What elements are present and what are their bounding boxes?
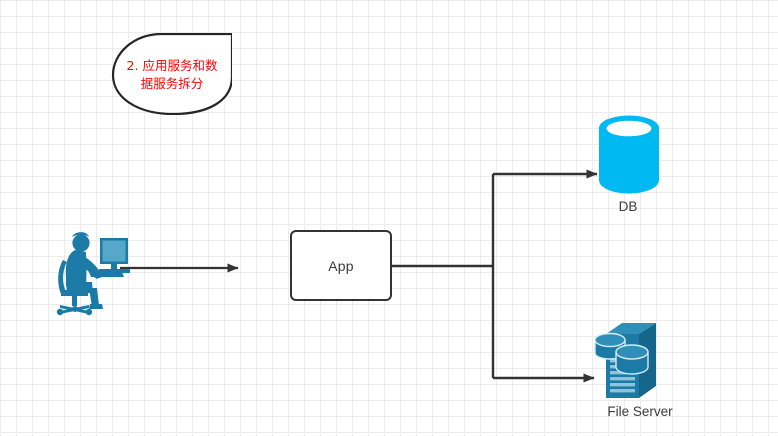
file-server-icon[interactable] (594, 320, 664, 402)
callout-note-line-2: 据服务拆分 (140, 76, 204, 91)
database-cylinder-icon[interactable] (596, 114, 662, 196)
edge-app-to-split (392, 174, 495, 378)
callout-note-line-1: 2. 应用服务和数 (126, 58, 218, 73)
person-at-computer-icon (56, 232, 130, 316)
file-server-node-label: File Server (607, 404, 673, 419)
app-node-label: App (328, 257, 354, 274)
db-node-label: DB (618, 199, 638, 214)
callout-note-shape (111, 33, 232, 115)
app-node[interactable]: App (290, 230, 392, 301)
callout-note-text: 2. 应用服务和数 据服务拆分 (118, 57, 226, 93)
